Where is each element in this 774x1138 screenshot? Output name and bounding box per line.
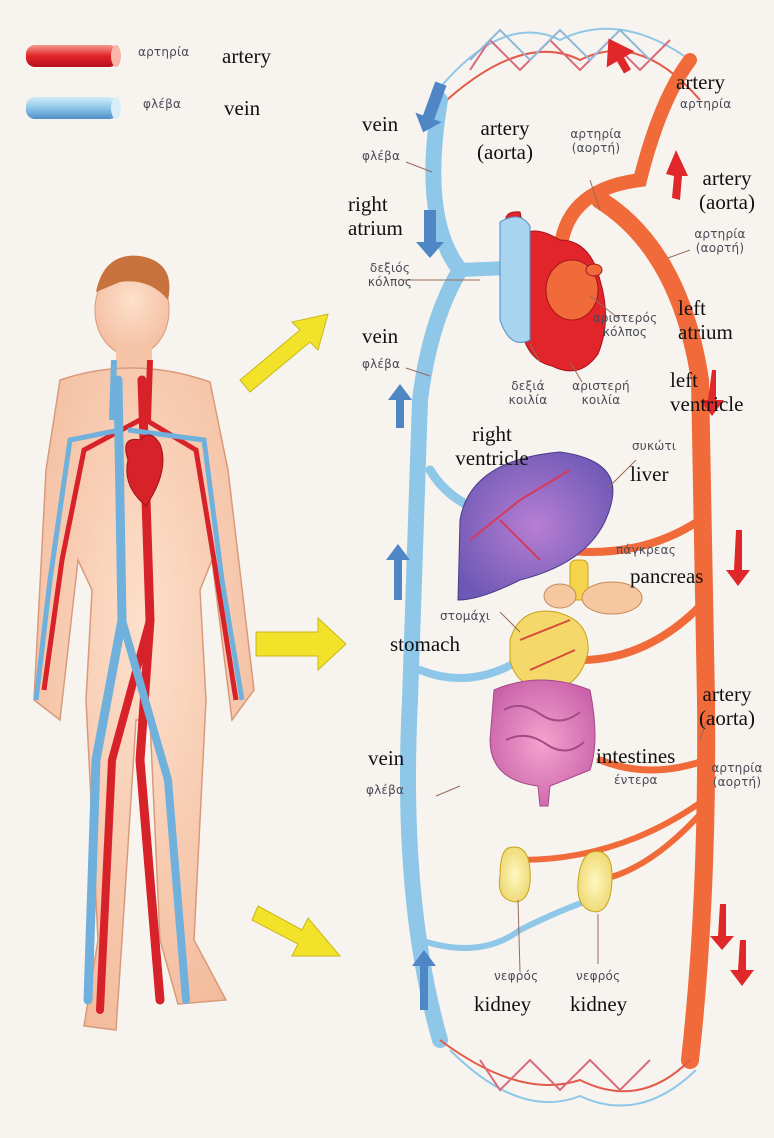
aorta-top-label-line2: (aorta)	[460, 140, 550, 164]
left-ventricle-label: left ventricle	[670, 368, 743, 416]
left-ventricle-greek-line2: κοιλία	[566, 394, 636, 408]
stomach-label: stomach	[390, 632, 460, 656]
pancreas	[544, 560, 642, 614]
right-ventricle-greek-line1: δεξιά	[498, 380, 558, 394]
kidney-left-greek: νεφρός	[494, 970, 538, 984]
aorta-low-label-line2: (aorta)	[680, 706, 774, 730]
left-atrium-greek-line2: κόλπος	[580, 326, 670, 340]
aorta-low-label-line1: artery	[680, 682, 774, 706]
left-atrium-label-line1: left	[678, 296, 733, 320]
vein-top-greek: φλέβα	[362, 150, 400, 164]
liver-greek: συκώτι	[632, 440, 676, 454]
heart	[500, 212, 606, 371]
left-ventricle-greek-line1: αριστερή	[566, 380, 636, 394]
aorta-low-greek-line1: αρτηρία	[700, 762, 774, 776]
kidney-left	[499, 847, 530, 902]
kidney-right-greek: νεφρός	[576, 970, 620, 984]
left-ventricle-label-line1: left	[670, 368, 743, 392]
artery-top-right-label: artery	[676, 70, 725, 94]
vein-top-label: vein	[362, 112, 398, 136]
right-ventricle-label: right ventricle	[444, 422, 540, 470]
aorta-top-label: artery (aorta)	[460, 116, 550, 164]
aorta-low-label: artery (aorta)	[680, 682, 774, 730]
left-atrium-greek: αριστερός κόλπος	[580, 312, 670, 340]
intestines-greek: έντερα	[614, 774, 658, 788]
legend-artery-greek: αρτηρία	[138, 46, 189, 60]
right-atrium-greek: δεξιός κόλπος	[352, 262, 428, 290]
vein-mid-greek: φλέβα	[362, 358, 400, 372]
vein-mid-label: vein	[362, 324, 398, 348]
legend-artery-label: artery	[222, 44, 271, 68]
kidney-right	[578, 852, 612, 913]
aorta-low-greek-line2: (αορτή)	[700, 776, 774, 790]
right-atrium-greek-line2: κόλπος	[352, 276, 428, 290]
stomach	[510, 611, 588, 690]
intestines	[490, 680, 595, 806]
kidney-left-label: kidney	[474, 992, 531, 1016]
right-ventricle-label-line2: ventricle	[444, 446, 540, 470]
human-figure	[34, 256, 254, 1030]
left-atrium-label-line2: atrium	[678, 320, 733, 344]
pointer-arrow-legs	[252, 906, 340, 956]
capillary-bed-top	[430, 29, 700, 110]
aorta-top-greek-line1: αρτηρία	[556, 128, 636, 142]
right-ventricle-label-line1: right	[444, 422, 540, 446]
capillary-bed-bottom	[440, 1040, 696, 1106]
pancreas-label: pancreas	[630, 564, 703, 588]
right-atrium-greek-line1: δεξιός	[352, 262, 428, 276]
legend-vein-swatch	[26, 97, 121, 119]
right-atrium-label-line1: right	[348, 192, 403, 216]
kidney-right-label: kidney	[570, 992, 627, 1016]
aorta-right-label: artery (aorta)	[682, 166, 772, 214]
vein-low-label: vein	[368, 746, 404, 770]
aorta-right-greek-line2: (αορτή)	[680, 242, 760, 256]
right-atrium-label-line2: atrium	[348, 216, 403, 240]
aorta-top-greek: αρτηρία (αορτή)	[556, 128, 636, 156]
liver-label: liver	[630, 462, 668, 486]
intestines-label: intestines	[596, 744, 675, 768]
left-ventricle-label-line2: ventricle	[670, 392, 743, 416]
aorta-top-label-line1: artery	[460, 116, 550, 140]
aorta-right-label-line2: (aorta)	[682, 190, 772, 214]
aorta-right-label-line1: artery	[682, 166, 772, 190]
artery-top-right-greek: αρτηρία	[680, 98, 731, 112]
left-atrium-greek-line1: αριστερός	[580, 312, 670, 326]
aorta-right-greek-line1: αρτηρία	[680, 228, 760, 242]
liver	[458, 452, 613, 600]
stomach-greek: στομάχι	[440, 610, 490, 624]
left-ventricle-greek: αριστερή κοιλία	[566, 380, 636, 408]
legend-artery-swatch	[26, 45, 121, 67]
legend-vein-greek: φλέβα	[143, 98, 181, 112]
aorta-low-greek: αρτηρία (αορτή)	[700, 762, 774, 790]
pancreas-greek: πάγκρεας	[616, 544, 676, 558]
aorta-top-greek-line2: (αορτή)	[556, 142, 636, 156]
pointer-arrow-organs	[256, 618, 346, 670]
vein-low-greek: φλέβα	[366, 784, 404, 798]
right-ventricle-greek: δεξιά κοιλία	[498, 380, 558, 408]
aorta-right-greek: αρτηρία (αορτή)	[680, 228, 760, 256]
pointer-arrow-heart	[240, 314, 328, 392]
right-atrium-label: right atrium	[348, 192, 403, 240]
right-ventricle-greek-line2: κοιλία	[498, 394, 558, 408]
legend-vein-label: vein	[224, 96, 260, 120]
left-atrium-label: left atrium	[678, 296, 733, 344]
